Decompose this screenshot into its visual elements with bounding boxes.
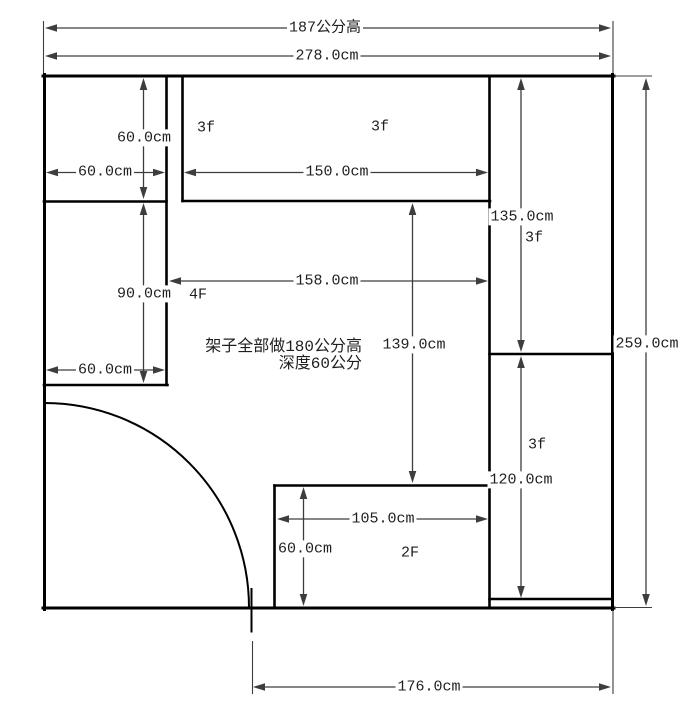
dim-bottom-opening-width-label: 176.0cm: [395, 678, 463, 696]
dim-right-top-height-label: 135.0cm: [488, 208, 556, 226]
shelf-label-bottom-2f: 2F: [400, 544, 420, 562]
dim-bottom-box-width-label: 105.0cm: [349, 510, 417, 528]
shelf-label-left-4f: 4F: [188, 286, 208, 304]
dim-center-height-label: 139.0cm: [380, 336, 448, 354]
dim-bottom-box-height-label: 60.0cm: [275, 540, 335, 558]
dim-overall-height-label: 187公分高: [286, 19, 364, 37]
dim-top-left-width-label: 60.0cm: [75, 163, 135, 181]
shelf-spec-note: 架子全部做180公分高 深度60公分: [150, 339, 362, 373]
shelf-spec-note-line1: 架子全部做180公分高: [205, 338, 362, 356]
dim-left-box-height-label: 90.0cm: [114, 285, 174, 303]
dimension-extension-lines: [42, 21, 652, 694]
dim-top-left-height-label: 60.0cm: [114, 129, 174, 147]
shelf-label-right-top-3f: 3f: [524, 229, 544, 247]
shelf-label-right-bottom-3f: 3f: [527, 436, 547, 454]
shelf-spec-note-line2: 深度60公分: [278, 355, 362, 373]
dim-center-width-label: 158.0cm: [293, 272, 361, 290]
dimension-arrows: [45, 24, 650, 691]
room-outline: [41, 73, 616, 611]
shelf-outlines: [42, 74, 614, 610]
dim-top-shelf-width-label: 150.0cm: [303, 163, 371, 181]
dim-left-box-width-label: 60.0cm: [75, 361, 135, 379]
dim-overall-width-label: 278.0cm: [293, 47, 361, 65]
dim-right-total-height-label: 259.0cm: [613, 335, 680, 353]
dim-right-bottom-height-label: 120.0cm: [487, 471, 555, 489]
shelf-label-top-right-3f: 3f: [370, 118, 390, 136]
shelf-label-top-left-3f: 3f: [196, 119, 216, 137]
door-swing-arc: [44, 402, 253, 633]
